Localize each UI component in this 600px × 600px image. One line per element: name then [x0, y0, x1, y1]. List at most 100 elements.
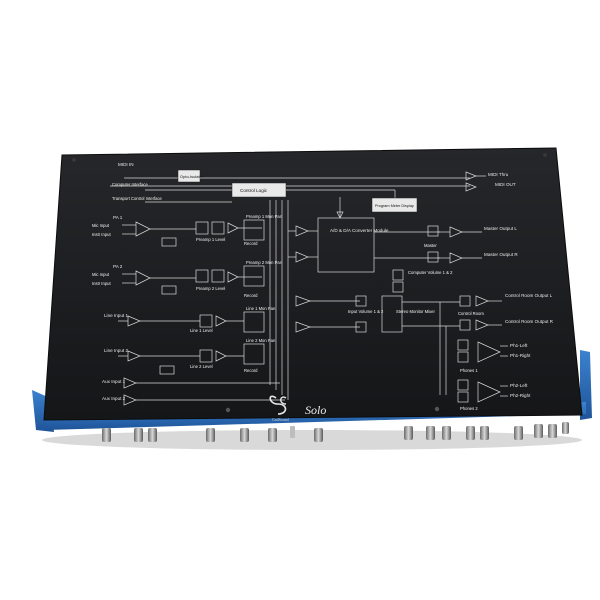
panel-label: Control Room Output R — [505, 319, 554, 324]
knob — [514, 426, 523, 440]
diagram-block — [199, 314, 213, 328]
diagram-block — [211, 221, 225, 235]
diagram-block — [199, 349, 213, 363]
diagram-block — [355, 321, 367, 333]
panel-label: Computer Interface — [112, 182, 149, 187]
knob — [426, 426, 435, 440]
panel-label: Record — [244, 241, 258, 246]
diagram-block — [427, 225, 439, 237]
panel-label: Ph2-Left — [510, 383, 528, 388]
panel-label: Phones 1 — [460, 368, 478, 373]
amplifier-symbol — [477, 341, 501, 363]
knob — [206, 428, 215, 442]
knob — [442, 426, 451, 440]
amplifier-symbol — [123, 394, 137, 406]
panel-label: Control Logic — [240, 188, 268, 193]
diagram-block — [243, 265, 265, 287]
amplifier-symbol — [477, 381, 501, 403]
panel-label: Preamp 1 Level — [196, 237, 225, 242]
shadow — [42, 430, 582, 450]
amplifier-symbol — [127, 315, 141, 327]
amplifier-symbol — [475, 295, 489, 307]
panel-label: Control Room Output L — [505, 293, 553, 298]
knob — [240, 428, 249, 442]
amplifier-symbol — [336, 211, 344, 219]
diagram-block — [243, 311, 265, 333]
amplifier-symbol — [465, 182, 477, 192]
top-panel — [43, 147, 583, 421]
amplifier-symbol — [295, 321, 312, 333]
panel-label: Program Meter Display — [375, 204, 414, 208]
front-controls — [102, 422, 569, 442]
diagram-block — [195, 269, 209, 283]
knob — [404, 426, 413, 440]
diagram-block — [392, 269, 404, 281]
panel-label: Line Input 2 — [104, 348, 128, 353]
block-diagram: MIDI IN Opto-Isolator MIDI Thru MIDI OUT… — [92, 162, 554, 411]
knob — [480, 426, 489, 440]
diagram-block — [243, 343, 265, 365]
amplifier-symbol — [135, 221, 151, 237]
panel-label: Line 1 Level — [190, 328, 213, 333]
panel-label: Transport Control Interface — [112, 196, 163, 201]
knob — [134, 428, 143, 442]
knob — [534, 424, 543, 438]
panel-label: Mic Input — [92, 223, 110, 228]
amplifier-symbol — [127, 350, 141, 362]
diagram-block — [459, 319, 471, 331]
diagram-block — [161, 285, 177, 295]
amplifier-symbol — [135, 270, 151, 286]
panel-label: Line Input 1 — [104, 313, 128, 318]
panel-label: Opto-Isolator — [180, 174, 204, 179]
panel-label: Ph1-Right — [510, 353, 531, 358]
knob — [102, 428, 111, 442]
diagram-block — [177, 169, 201, 183]
knob — [268, 428, 277, 442]
panel-label: Master Output R — [484, 252, 518, 257]
knob — [562, 422, 569, 434]
panel-label: Preamp 2 Level — [196, 286, 225, 291]
panel-label: Control Room — [458, 311, 484, 316]
diagram-block — [161, 237, 177, 247]
diagram-block — [459, 295, 471, 307]
brand-logo: CadSound Solo — [269, 395, 326, 422]
diagram-block — [457, 391, 469, 403]
diagram-block — [371, 197, 418, 213]
amplifier-symbol — [227, 222, 239, 234]
panel-label: Preamp 1 Mon Pan — [246, 214, 283, 219]
panel-label: Mic Input — [92, 272, 110, 277]
amplifier-symbol — [215, 350, 227, 362]
screw — [434, 406, 440, 412]
diagram-block — [427, 251, 439, 263]
panel-label: A/D & D/A Converter Module — [330, 228, 389, 233]
panel-label: PA 1 — [113, 215, 123, 220]
diagram-block — [355, 295, 367, 307]
diagram-block — [457, 339, 469, 351]
panel-label: Master Output L — [484, 226, 517, 231]
screw — [543, 153, 547, 157]
diagram-block — [392, 281, 404, 293]
knob — [148, 428, 157, 442]
amplifier-symbol — [227, 271, 239, 283]
panel-label: Instr Input — [92, 232, 111, 237]
diagram-block — [195, 221, 209, 235]
screw — [72, 158, 76, 162]
panel-label: Computer Volume 1 & 2 — [408, 270, 453, 275]
panel-label: Instr Input — [92, 281, 111, 286]
panel-label: Line 2 Mon Pan — [246, 338, 276, 343]
amplifier-symbol — [295, 295, 312, 307]
diagram-block — [317, 217, 375, 273]
panel-label: Record — [244, 293, 258, 298]
knob — [466, 426, 475, 440]
panel-label: MIDI Thru — [488, 172, 509, 177]
knob — [314, 428, 323, 442]
diagram-block — [457, 351, 469, 363]
panel-label: Record — [244, 368, 258, 373]
panel-label: Stereo Monitor Mixer — [396, 309, 435, 314]
panel-label: CadSound — [272, 417, 289, 422]
panel-label: MIDI OUT — [495, 182, 516, 187]
amplifier-symbol — [215, 315, 227, 327]
amplifier-symbol — [475, 319, 489, 331]
panel-label: Preamp 2 Mon Pan — [246, 260, 283, 265]
